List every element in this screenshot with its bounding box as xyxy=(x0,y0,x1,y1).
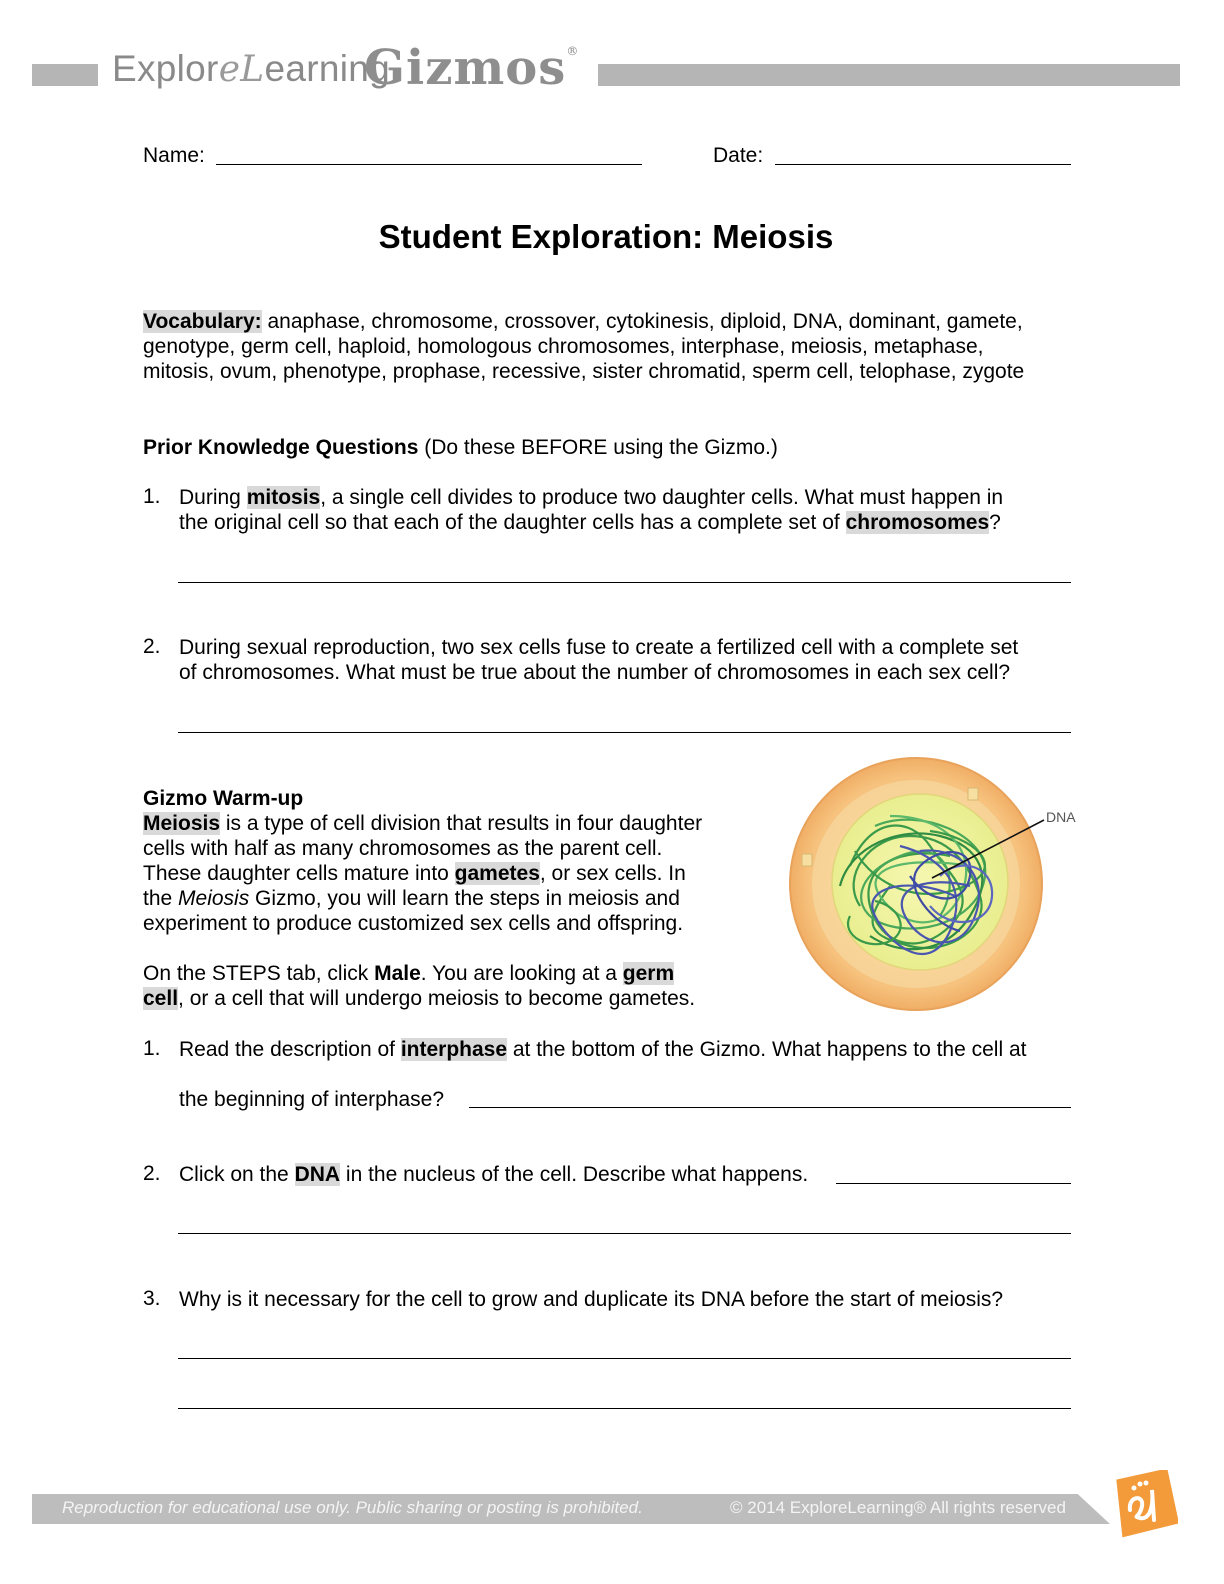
warmup-question-3: Why is it necessary for the cell to grow… xyxy=(179,1288,1004,1311)
explorelearning-logo-icon xyxy=(1116,1470,1178,1538)
question-number: 3. xyxy=(143,1287,161,1310)
centriole-icon xyxy=(967,787,979,801)
answer-line[interactable] xyxy=(178,1408,1071,1409)
warmup-heading: Gizmo Warm-up xyxy=(143,787,304,810)
answer-line[interactable] xyxy=(178,732,1071,733)
warmup-question-2: Click on the DNA in the nucleus of the c… xyxy=(179,1163,809,1186)
vocabulary: Vocabulary: anaphase, chromosome, crosso… xyxy=(143,310,1025,383)
question-number: 2. xyxy=(143,1162,161,1185)
dna-pointer-line xyxy=(931,819,1045,879)
date-field[interactable] xyxy=(775,164,1071,165)
brand-gizmos: Gizmos® xyxy=(364,40,580,96)
germ-cell-image: DNA xyxy=(789,757,1076,1011)
answer-line[interactable] xyxy=(469,1107,1071,1108)
warmup-question-1-cont: the beginning of interphase? xyxy=(179,1088,445,1111)
prior-question-2: During sexual reproduction, two sex cell… xyxy=(179,636,1019,684)
question-number: 2. xyxy=(143,635,161,658)
answer-line[interactable] xyxy=(178,582,1071,583)
dna-label: DNA xyxy=(1046,809,1076,825)
name-label: Name: xyxy=(143,144,205,167)
answer-line[interactable] xyxy=(178,1233,1071,1234)
page-title: Student Exploration: Meiosis xyxy=(378,218,834,255)
question-number: 1. xyxy=(143,485,161,508)
dna-strands xyxy=(838,814,994,955)
header-bar-right xyxy=(598,64,1180,86)
date-label: Date: xyxy=(713,144,764,167)
answer-line[interactable] xyxy=(178,1358,1071,1359)
brand-explorelearning: ExploreLearning xyxy=(112,48,391,90)
question-number: 1. xyxy=(143,1037,161,1060)
vocabulary-label: Vocabulary: xyxy=(143,310,262,333)
footer-bar xyxy=(32,1494,1110,1524)
prior-question-1: During mitosis, a single cell divides to… xyxy=(179,486,1004,534)
warmup-paragraph-1: Meiosis is a type of cell division that … xyxy=(143,812,703,935)
warmup-paragraph-2: On the STEPS tab, click Male. You are lo… xyxy=(143,962,696,1010)
prior-knowledge-heading: Prior Knowledge Questions (Do these BEFO… xyxy=(143,436,778,459)
footer-copyright: © 2014 ExploreLearning® All rights reser… xyxy=(730,1498,1066,1517)
header-bar-left xyxy=(32,64,98,86)
footer-notice: Reproduction for educational use only. P… xyxy=(62,1498,643,1517)
answer-line[interactable] xyxy=(836,1183,1071,1184)
name-field[interactable] xyxy=(216,164,642,165)
warmup-question-1: Read the description of interphase at th… xyxy=(179,1038,1027,1061)
centriole-icon xyxy=(801,853,813,867)
